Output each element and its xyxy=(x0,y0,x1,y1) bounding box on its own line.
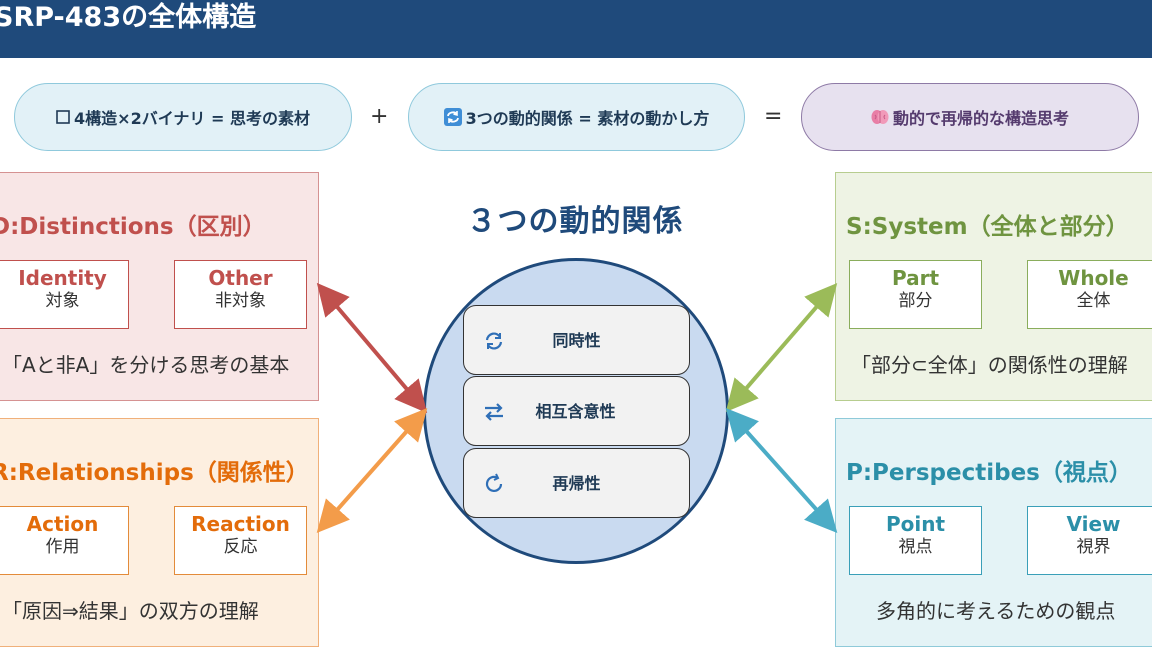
header-bar: SRP-483の全体構造 xyxy=(0,0,1152,58)
formula-pill-result: 動的で再帰的な構造思考 xyxy=(801,83,1139,151)
panel-distinctions: D:Distinctions（区別） Identity 対象 Other 非対象… xyxy=(0,172,319,401)
panel-perspectives: P:Perspectibes（視点） Point 視点 View 視界 多角的に… xyxy=(835,418,1152,647)
box-whole-jp: 全体 xyxy=(1076,291,1111,311)
box-other-en: Other xyxy=(208,266,273,290)
box-action-en: Action xyxy=(26,512,99,536)
box-identity-jp: 対象 xyxy=(45,291,80,311)
arrow-distinctions xyxy=(316,282,428,414)
arrow-system xyxy=(725,282,838,413)
panel-relationships-desc: 「原因⇒結果」の双方の理解 xyxy=(2,599,259,623)
box-identity: Identity 対象 xyxy=(0,260,129,329)
formula-pill-materials: 4構造×2バイナリ = 思考の素材 xyxy=(14,83,352,151)
box-view-en: View xyxy=(1066,512,1121,536)
formula-pill-result-text: 動的で再帰的な構造思考 xyxy=(892,109,1069,128)
box-other: Other 非対象 xyxy=(174,260,307,329)
box-point-en: Point xyxy=(885,512,946,536)
formula-pill-dynamics: 3つの動的関係 = 素材の動かし方 xyxy=(408,83,745,151)
plus-operator: + xyxy=(370,104,389,129)
panel-system-title: S:System（全体と部分） xyxy=(846,214,1129,240)
panel-perspectives-desc: 多角的に考えるための観点 xyxy=(876,599,1116,623)
relation-simultaneity-label: 同時性 xyxy=(552,331,601,350)
repeat-icon xyxy=(443,108,462,126)
box-whole-en: Whole xyxy=(1058,266,1129,290)
box-other-jp: 非対象 xyxy=(215,291,266,311)
arrow-relationships xyxy=(316,408,428,533)
relation-recursion-label: 再帰性 xyxy=(552,474,601,493)
refresh-icon xyxy=(482,472,506,496)
panel-relationships-title: R:Relationships（関係性） xyxy=(0,460,309,486)
formula-pill-materials-text: 4構造×2バイナリ = 思考の素材 xyxy=(74,109,310,128)
box-point: Point 視点 xyxy=(849,506,982,575)
box-action-jp: 作用 xyxy=(45,537,80,557)
equals-operator: = xyxy=(764,104,783,129)
relation-recursion: 再帰性 xyxy=(463,448,690,518)
relation-simultaneity: 同時性 xyxy=(463,305,690,375)
page-title: SRP-483の全体構造 xyxy=(0,2,257,33)
arrow-perspectives xyxy=(725,408,838,533)
box-reaction: Reaction 反応 xyxy=(174,506,307,575)
sync-icon xyxy=(482,329,506,353)
panel-perspectives-title: P:Perspectibes（視点） xyxy=(846,460,1132,486)
formula-pill-dynamics-text: 3つの動的関係 = 素材の動かし方 xyxy=(465,109,710,128)
box-part-en: Part xyxy=(891,266,940,290)
center-title: ３つの動的関係 xyxy=(466,204,684,239)
box-identity-en: Identity xyxy=(18,266,107,290)
box-part: Part 部分 xyxy=(849,260,982,329)
box-part-jp: 部分 xyxy=(898,291,933,311)
brain-icon xyxy=(871,109,889,125)
panel-relationships: R:Relationships（関係性） Action 作用 Reaction … xyxy=(0,418,319,647)
box-action: Action 作用 xyxy=(0,506,129,575)
panel-distinctions-title: D:Distinctions（区別） xyxy=(0,214,266,240)
box-view-jp: 視界 xyxy=(1076,537,1111,557)
box-point-jp: 視点 xyxy=(898,537,933,557)
panel-distinctions-desc: 「Aと非A」を分ける思考の基本 xyxy=(2,353,290,377)
panel-system: S:System（全体と部分） Part 部分 Whole 全体 「部分⊂全体」… xyxy=(835,172,1152,401)
box-whole: Whole 全体 xyxy=(1027,260,1152,329)
panel-system-desc: 「部分⊂全体」の関係性の理解 xyxy=(851,353,1128,377)
box-reaction-en: Reaction xyxy=(191,512,290,536)
box-reaction-jp: 反応 xyxy=(223,537,258,557)
relation-mutual-implication: 相互含意性 xyxy=(463,376,690,446)
relation-mutual-implication-label: 相互含意性 xyxy=(535,402,616,421)
swap-arrows-icon xyxy=(482,400,506,424)
checkbox-icon xyxy=(56,110,70,124)
box-view: View 視界 xyxy=(1027,506,1152,575)
